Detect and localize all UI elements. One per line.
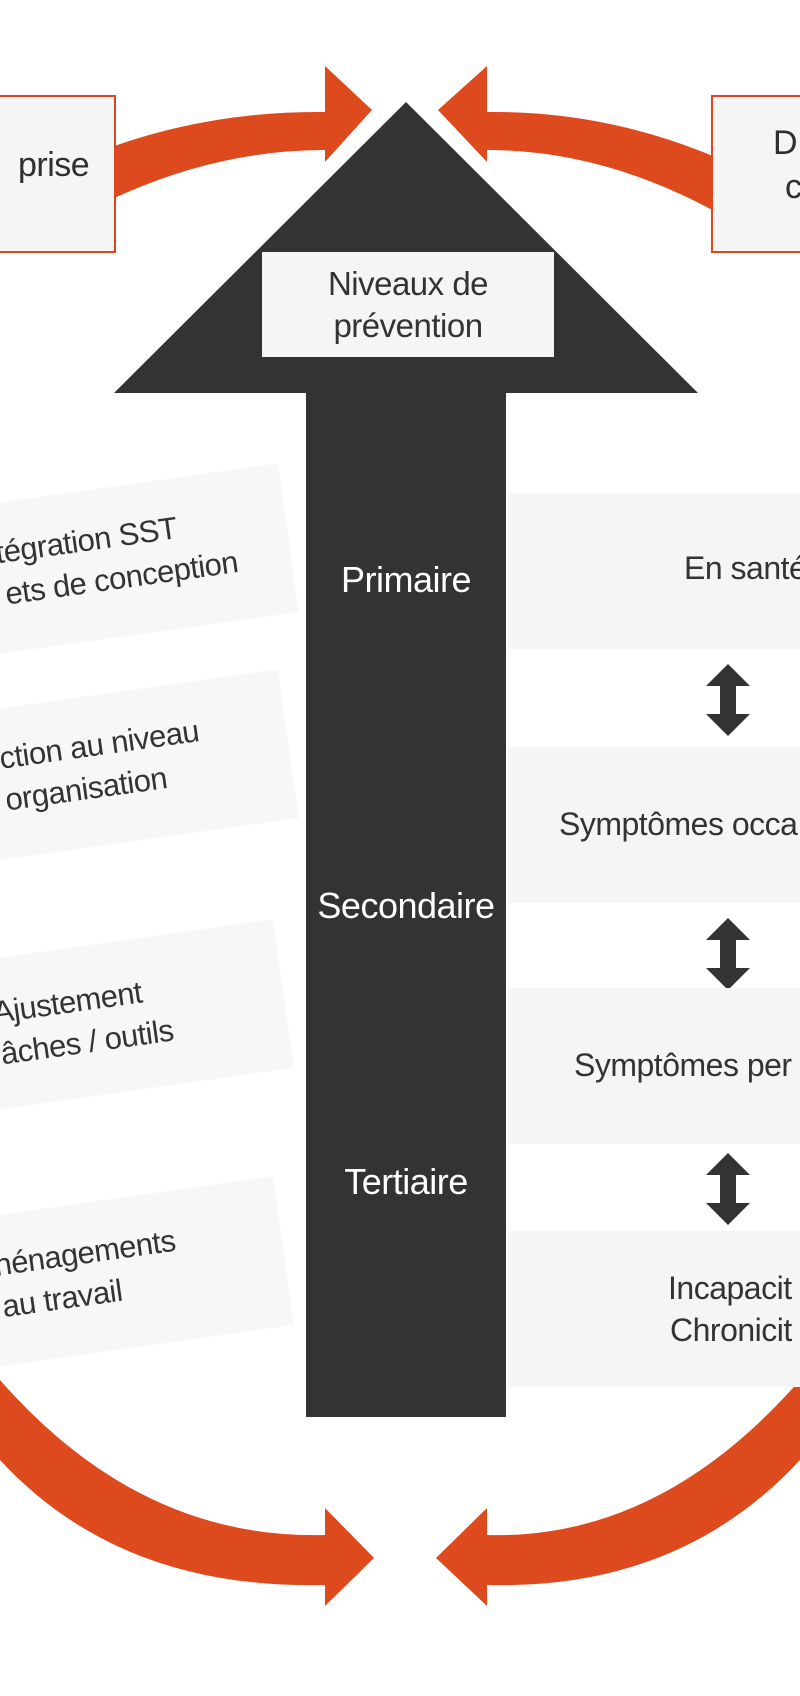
state-incapacity-line2: Chronicit [670,1312,792,1348]
state-box-healthy: En santé [508,493,800,649]
double-arrow-icon [706,918,750,990]
prevention-arrow-shaft [306,393,506,1417]
level-secondary: Secondaire [317,885,495,926]
top-right-box: D c [711,95,800,253]
arrow-title-line2: prévention [333,306,483,344]
bottom-right-cycle-arrow [487,1380,800,1586]
state-box-occasional: Symptômes occa [508,747,800,903]
state-incapacity-line1: Incapacit [668,1270,792,1306]
arrow-title-line1: Niveaux de [327,264,489,302]
top-right-box-line1: D [773,124,798,162]
prevention-arrow [114,102,698,1417]
top-right-arrowhead [438,66,487,162]
double-arrow-icon [706,1153,750,1225]
state-healthy-line1: En santé [684,550,800,586]
bottom-right-arrowhead [436,1508,487,1606]
level-primary: Primaire [340,559,472,600]
state-occasional-line1: Symptômes occa [559,806,798,842]
level-tertiary: Tertiaire [344,1161,468,1202]
state-box-incapacity: Incapacit Chronicit [508,1231,800,1387]
bottom-left-cycle-arrow [0,1380,325,1586]
state-connectors [706,664,750,1225]
bottom-left-arrowhead [325,1508,374,1606]
top-left-arrowhead [325,66,372,162]
top-left-box-text: prise [18,146,90,184]
top-right-box-line2: c [785,168,800,206]
arrow-title-box: Niveaux de prévention [262,252,554,357]
state-persistent-line1: Symptômes per [574,1047,792,1083]
top-left-box: prise [0,95,116,253]
double-arrow-icon [706,664,750,736]
state-box-persistent: Symptômes per [508,988,800,1144]
